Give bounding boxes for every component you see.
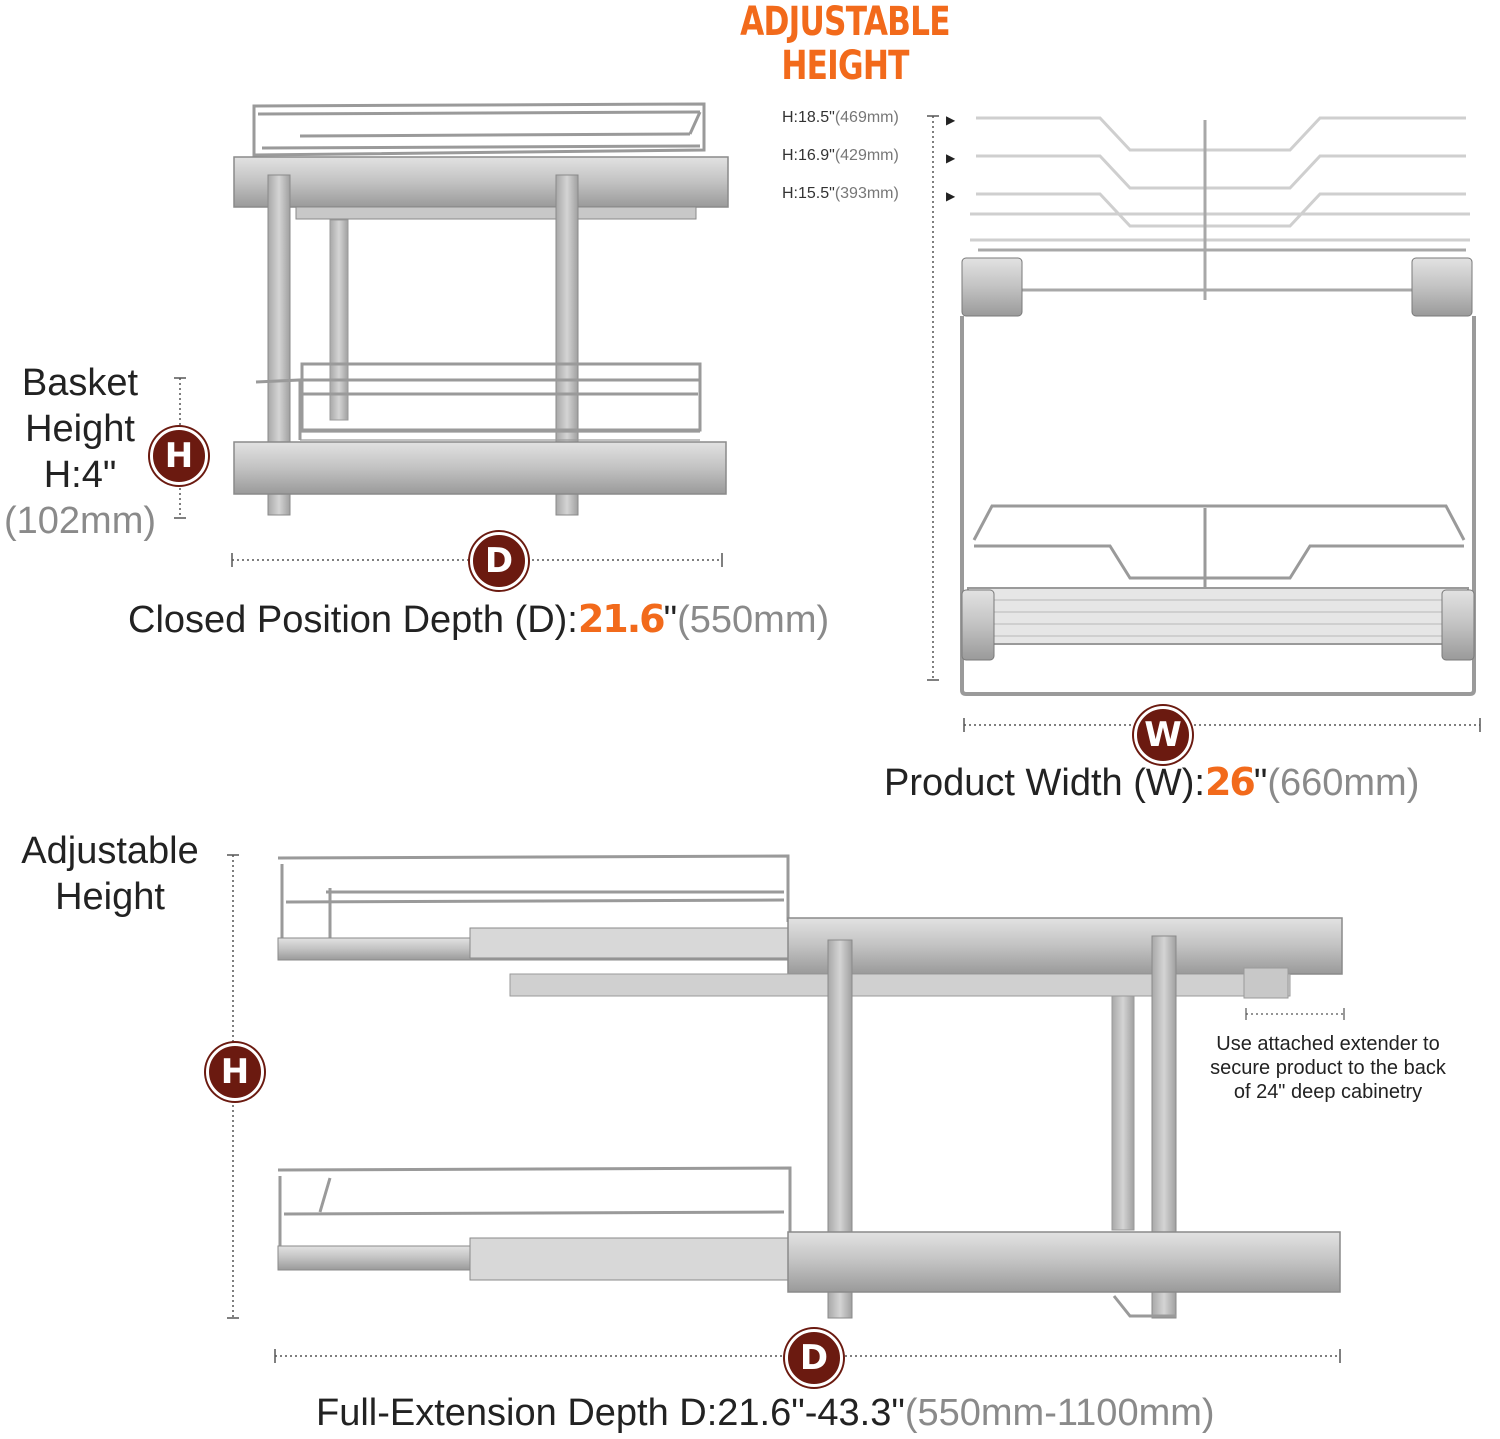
extender-note: Use attached extender to secure product … [1210, 1033, 1446, 1103]
height-option-3: H:15.5"(393mm) [782, 185, 899, 202]
full-extension-depth-label: Full-Extension Depth D:21.6"-43.3"(550mm… [316, 1392, 1215, 1434]
depth-badge: D [785, 1329, 843, 1387]
front-view-organizer [927, 115, 1481, 732]
full-extension-organizer [227, 854, 1345, 1363]
adjustable-height-label: Adjustable Height [21, 830, 199, 918]
basket-height-label: Basket Height H:4" (102mm) [3, 362, 157, 542]
height-option-2: H:16.9"(429mm) [782, 147, 899, 164]
height-badge: H [150, 427, 208, 485]
height-option-1: H:18.5"(469mm) [782, 109, 899, 126]
product-width-label: Product Width (W):26"(660mm) [884, 760, 1420, 804]
width-badge: W [1134, 706, 1192, 764]
arrow-right-icon: ▶ [946, 151, 956, 165]
closed-depth-label: Closed Position Depth (D):21.6"(550mm) [128, 597, 830, 641]
depth-badge: D [470, 532, 528, 590]
closed-position-organizer [174, 102, 729, 567]
headline-line2: HEIGHT [781, 43, 909, 89]
arrow-right-icon: ▶ [946, 189, 956, 203]
adjustable-height-headline: ADJUSTABLE HEIGHT [700, 0, 990, 88]
headline-line1: ADJUSTABLE [740, 0, 950, 45]
arrow-right-icon: ▶ [946, 113, 956, 127]
height-badge: H [206, 1043, 264, 1101]
